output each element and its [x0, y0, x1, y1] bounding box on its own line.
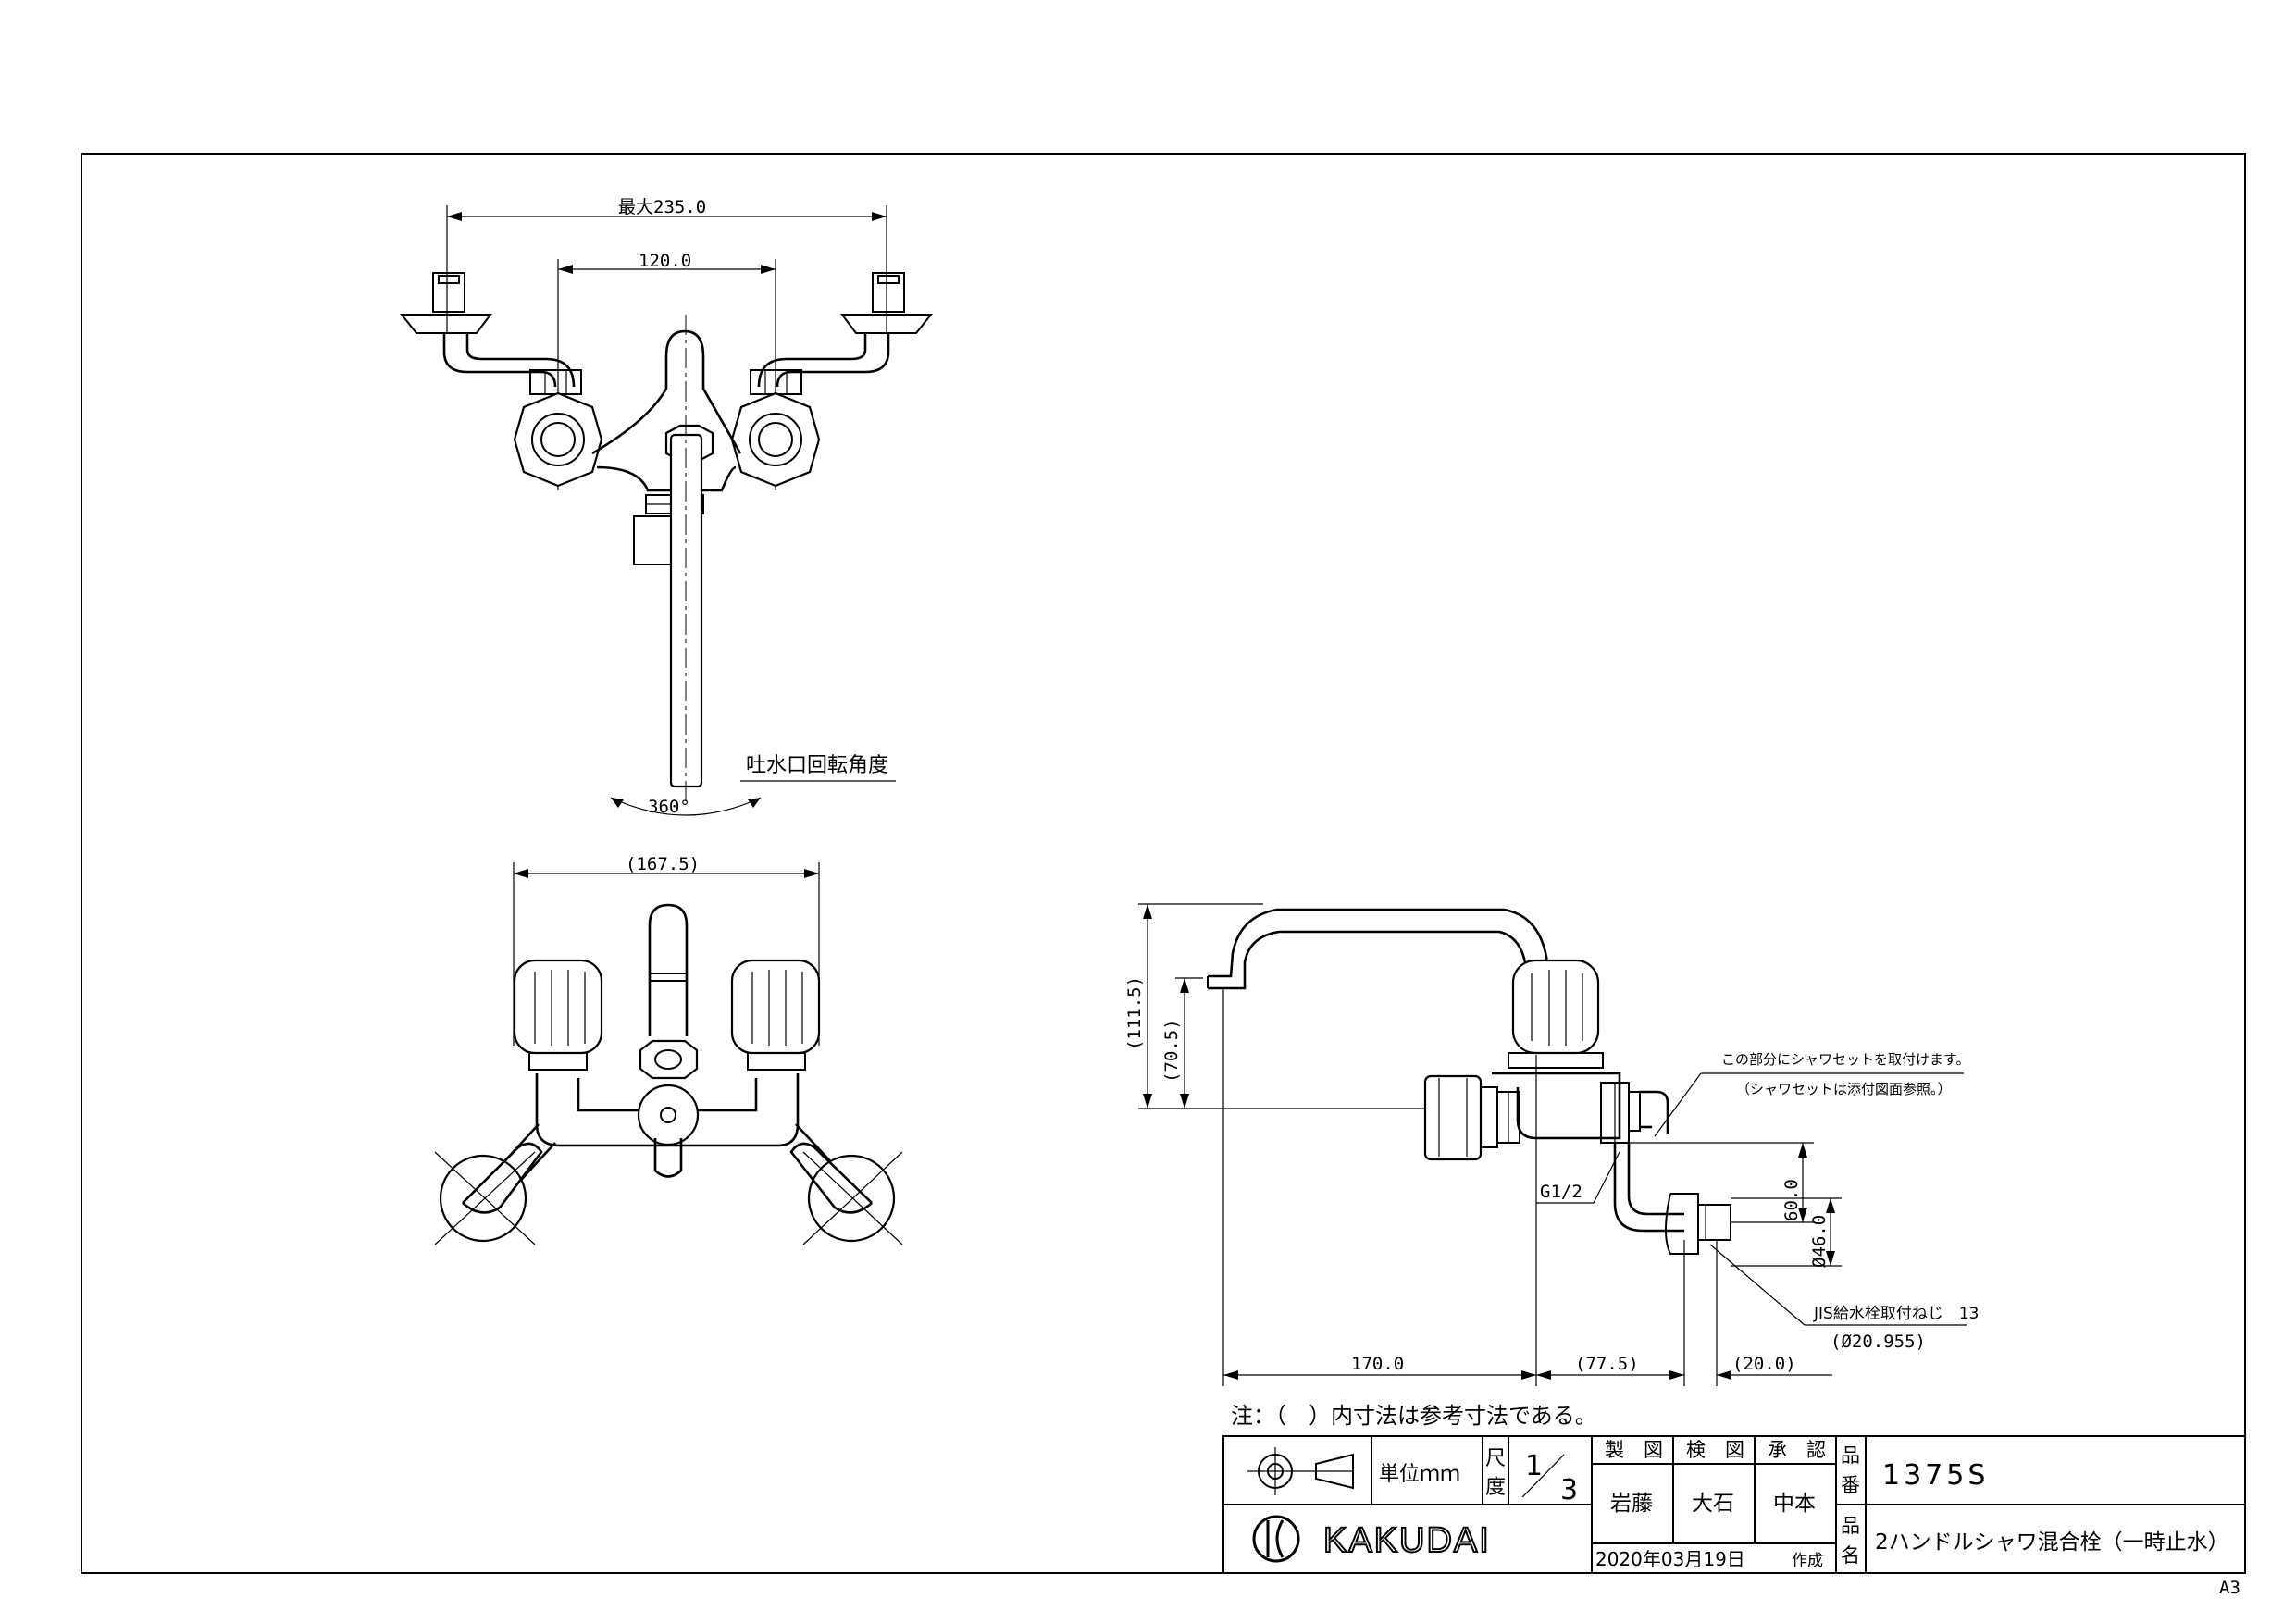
note-g-thread: G1/2 [1540, 1182, 1582, 1202]
note-jis-thread: JIS給水栓取付ねじ 13 [1813, 1305, 1979, 1323]
checked-by: 大石 [1692, 1492, 1734, 1516]
spout-rotation-angle: 360° [648, 797, 690, 817]
dim-spout-reach: 170.0 [1351, 1354, 1404, 1374]
scale-numerator: 1 [1525, 1450, 1543, 1482]
dim-height-spout: (70.5) [1161, 1019, 1182, 1083]
projection-symbol-icon [1247, 1447, 1354, 1495]
dim-leg-drop: 60.0 [1781, 1179, 1802, 1221]
sheet-size-label: A3 [2219, 1578, 2240, 1598]
approved-by: 中本 [1773, 1492, 1816, 1516]
checked-label: 検 図 [1686, 1439, 1744, 1461]
unit-label: 単位ｍｍ [1379, 1463, 1460, 1486]
dim-front-width: (167.5) [626, 854, 700, 874]
spout-rotation-note: 吐水口回転角度 [746, 754, 888, 777]
part-no-label-2: 番 [1841, 1474, 1860, 1496]
name-label-1: 品 [1841, 1515, 1860, 1537]
drawing-date: 2020年03月19日 [1595, 1548, 1745, 1570]
scale-label-1: 尺 [1485, 1447, 1506, 1470]
approved-label: 承 認 [1768, 1439, 1826, 1461]
dim-max-width: 最大235.0 [618, 197, 706, 217]
part-no-label-1: 品 [1841, 1444, 1860, 1467]
title-block: 単位ｍｍ 尺 度 1 3 製 図 検 図 承 認 岩藤 大石 中本 2020年0… [1222, 1435, 2246, 1574]
note-reference-dims: 注：（ ）内寸法は参考寸法である。 [1231, 1403, 1597, 1429]
note-shower-set: この部分にシャワセットを取付けます。 [1721, 1051, 1970, 1068]
drawing-date-suffix: 作成 [1792, 1552, 1823, 1570]
sheet-border [81, 153, 2246, 1574]
front-view: (167.5) [434, 854, 903, 1245]
dim-height-total: (111.5) [1124, 976, 1145, 1050]
product-name: 2ハンドルシャワ混合栓（一時止水） [1875, 1530, 2229, 1555]
dim-leg-dia: Ø46.0 [1809, 1215, 1830, 1268]
drawn-by: 岩藤 [1610, 1492, 1653, 1516]
logo-text: KAKUDAI [1323, 1521, 1491, 1560]
dim-pitch: 120.0 [639, 251, 691, 271]
note-jis-thread-dia: (Ø20.955) [1831, 1332, 1926, 1352]
part-number: 1375S [1882, 1459, 1989, 1492]
scale-denominator: 3 [1560, 1474, 1578, 1506]
scale-label-2: 度 [1485, 1476, 1506, 1499]
kakudai-logo: KAKUDAI [1252, 1515, 1491, 1563]
dim-leg-offset: (20.0) [1732, 1354, 1796, 1374]
side-view: (111.5) (70.5) [1124, 903, 1979, 1386]
name-label-2: 名 [1841, 1544, 1860, 1567]
top-view: 最大235.0 120.0 [399, 197, 934, 817]
dim-body-depth: (77.5) [1575, 1354, 1639, 1374]
drawn-label: 製 図 [1605, 1439, 1663, 1461]
note-shower-set-ref: （シャワセットは添付図面参照。） [1736, 1081, 1952, 1097]
